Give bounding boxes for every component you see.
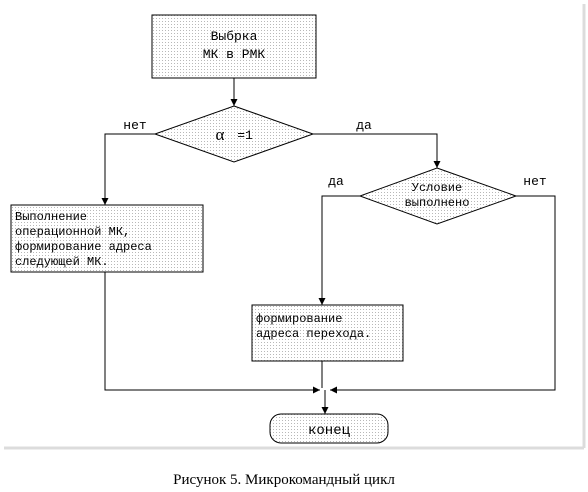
condition-line2: выполнено [405, 196, 470, 210]
end-label: конец [308, 423, 351, 439]
fetch-block-line2: МК в РМК [203, 47, 266, 62]
label-condition-yes: да [328, 174, 344, 189]
execute-block [10, 204, 204, 273]
end-terminator [269, 413, 389, 444]
alpha-decision [153, 105, 315, 163]
connector-alpha-yes [313, 133, 441, 168]
figure-caption: Рисунок 5. Микрокомандный цикл [173, 472, 395, 488]
alpha-condition-text: =1 [237, 128, 253, 143]
connector-alpha-no [101, 133, 155, 205]
execute-line1: Выполнение [15, 210, 87, 224]
execute-line4: следующей МК. [15, 255, 109, 269]
label-alpha-no: нет [123, 118, 146, 133]
fetch-block [151, 14, 317, 79]
condition-line1: Условие [412, 181, 462, 195]
label-condition-no: нет [523, 174, 546, 189]
connector-execute-to-merge [104, 272, 320, 394]
fetch-block-line1: Выбрка [211, 29, 258, 44]
jump-line2: адреса перехода. [256, 327, 371, 341]
jump-block [251, 304, 404, 362]
alpha-symbol: α [216, 125, 225, 144]
execute-line2: операционной МК, [15, 225, 130, 239]
execute-line3: формирование адреса [15, 240, 152, 254]
label-alpha-yes: да [356, 118, 372, 133]
jump-line1: формирование [256, 312, 342, 326]
condition-decision [358, 167, 518, 225]
connector-condition-no [330, 195, 556, 394]
connector-condition-yes [318, 195, 360, 305]
